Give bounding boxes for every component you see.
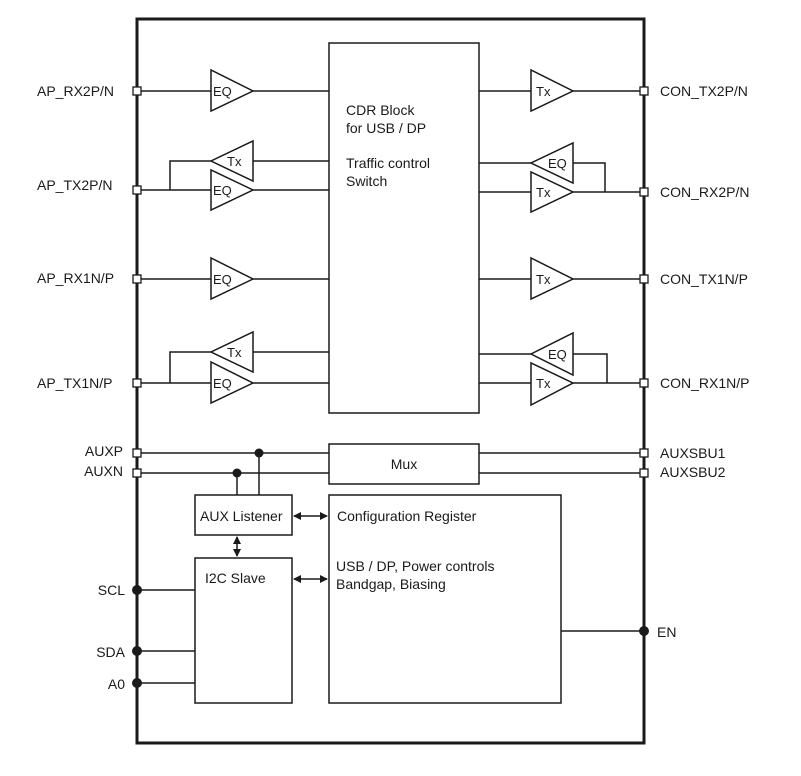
- pin-label-ap-rx2: AP_RX2P/N: [37, 83, 114, 99]
- pin-square-con-rx2: [639, 187, 649, 197]
- pin-label-sda: SDA: [96, 644, 125, 660]
- pin-square-auxn: [132, 468, 142, 478]
- pin-dot-sda: [132, 646, 142, 656]
- pin-label-con-rx2: CON_RX2P/N: [660, 184, 749, 200]
- aux-listener-block: [194, 494, 293, 536]
- pin-square-ap-rx1: [132, 274, 142, 284]
- pin-dot-en: [639, 626, 649, 636]
- config-register-block: [328, 494, 562, 704]
- mux-label: Mux: [391, 456, 417, 472]
- pin-square-auxp: [132, 448, 142, 458]
- pin-label-ap-tx1: AP_TX1N/P: [37, 375, 112, 391]
- pin-label-con-rx1: CON_RX1N/P: [660, 375, 749, 391]
- pin-dot-scl: [132, 585, 142, 595]
- i2c-slave-label: I2C Slave: [205, 570, 266, 586]
- pin-label-en: EN: [657, 624, 676, 640]
- cdr-block-line1: CDR Block: [346, 102, 415, 118]
- cdr-block-line3: Traffic control: [346, 155, 430, 171]
- cdr-block: [328, 42, 480, 414]
- pin-label-scl: SCL: [98, 582, 125, 598]
- eq-label: EQ: [548, 347, 567, 362]
- cdr-block-line4: Switch: [346, 173, 387, 189]
- config-register-title: Configuration Register: [337, 508, 477, 524]
- tx-driver-con-rx2: [530, 170, 575, 214]
- pin-label-con-tx1: CON_TX1N/P: [660, 271, 748, 287]
- pin-square-auxsbu1: [639, 448, 649, 458]
- pin-square-ap-rx2: [132, 86, 142, 96]
- eq-label: EQ: [213, 183, 232, 198]
- eq-amplifier-rx2: [210, 68, 255, 113]
- pin-square-auxsbu2: [639, 468, 649, 478]
- pin-square-ap-tx1: [132, 378, 142, 388]
- pin-square-con-tx1: [639, 274, 649, 284]
- tx-label: Tx: [227, 154, 242, 169]
- tx-label: Tx: [536, 272, 551, 287]
- eq-amplifier-tx1-loop: [210, 360, 255, 405]
- eq-amplifier-rx1: [210, 256, 255, 301]
- config-register-line1: USB / DP, Power controls: [336, 558, 494, 574]
- tx-label: Tx: [536, 376, 551, 391]
- junction-dot: [232, 468, 242, 478]
- pin-label-con-tx2: CON_TX2P/N: [660, 83, 748, 99]
- pin-square-ap-tx2: [132, 185, 142, 195]
- pin-dot-a0: [132, 678, 142, 688]
- pin-label-auxp: AUXP: [85, 443, 123, 459]
- pin-label-ap-tx2: AP_TX2P/N: [37, 177, 112, 193]
- cdr-block-line2: for USB / DP: [346, 120, 426, 136]
- tx-label: Tx: [536, 84, 551, 99]
- tx-label: Tx: [536, 185, 551, 200]
- tx-driver-con-tx2: [530, 68, 575, 113]
- eq-amplifier-tx2-loop: [210, 168, 255, 212]
- junction-dot: [254, 448, 264, 458]
- eq-label: EQ: [213, 272, 232, 287]
- pin-square-con-rx1: [639, 378, 649, 388]
- pin-square-con-tx2: [639, 86, 649, 96]
- pin-label-ap-rx1: AP_RX1N/P: [37, 270, 114, 286]
- tx-driver-con-tx1: [530, 256, 575, 301]
- config-register-line2: Bandgap, Biasing: [336, 576, 446, 592]
- pin-label-a0: A0: [108, 676, 125, 692]
- tx-driver-con-rx1: [530, 361, 575, 407]
- pin-label-auxsbu1: AUXSBU1: [660, 445, 726, 461]
- tx-label: Tx: [227, 345, 242, 360]
- eq-label: EQ: [213, 84, 232, 99]
- eq-label: EQ: [548, 156, 567, 171]
- aux-listener-label: AUX Listener: [200, 508, 283, 524]
- mux-block: [328, 443, 480, 485]
- pin-label-auxsbu2: AUXSBU2: [660, 464, 726, 480]
- i2c-slave-block: [194, 557, 293, 704]
- eq-label: EQ: [213, 376, 232, 391]
- pin-label-auxn: AUXN: [84, 463, 123, 479]
